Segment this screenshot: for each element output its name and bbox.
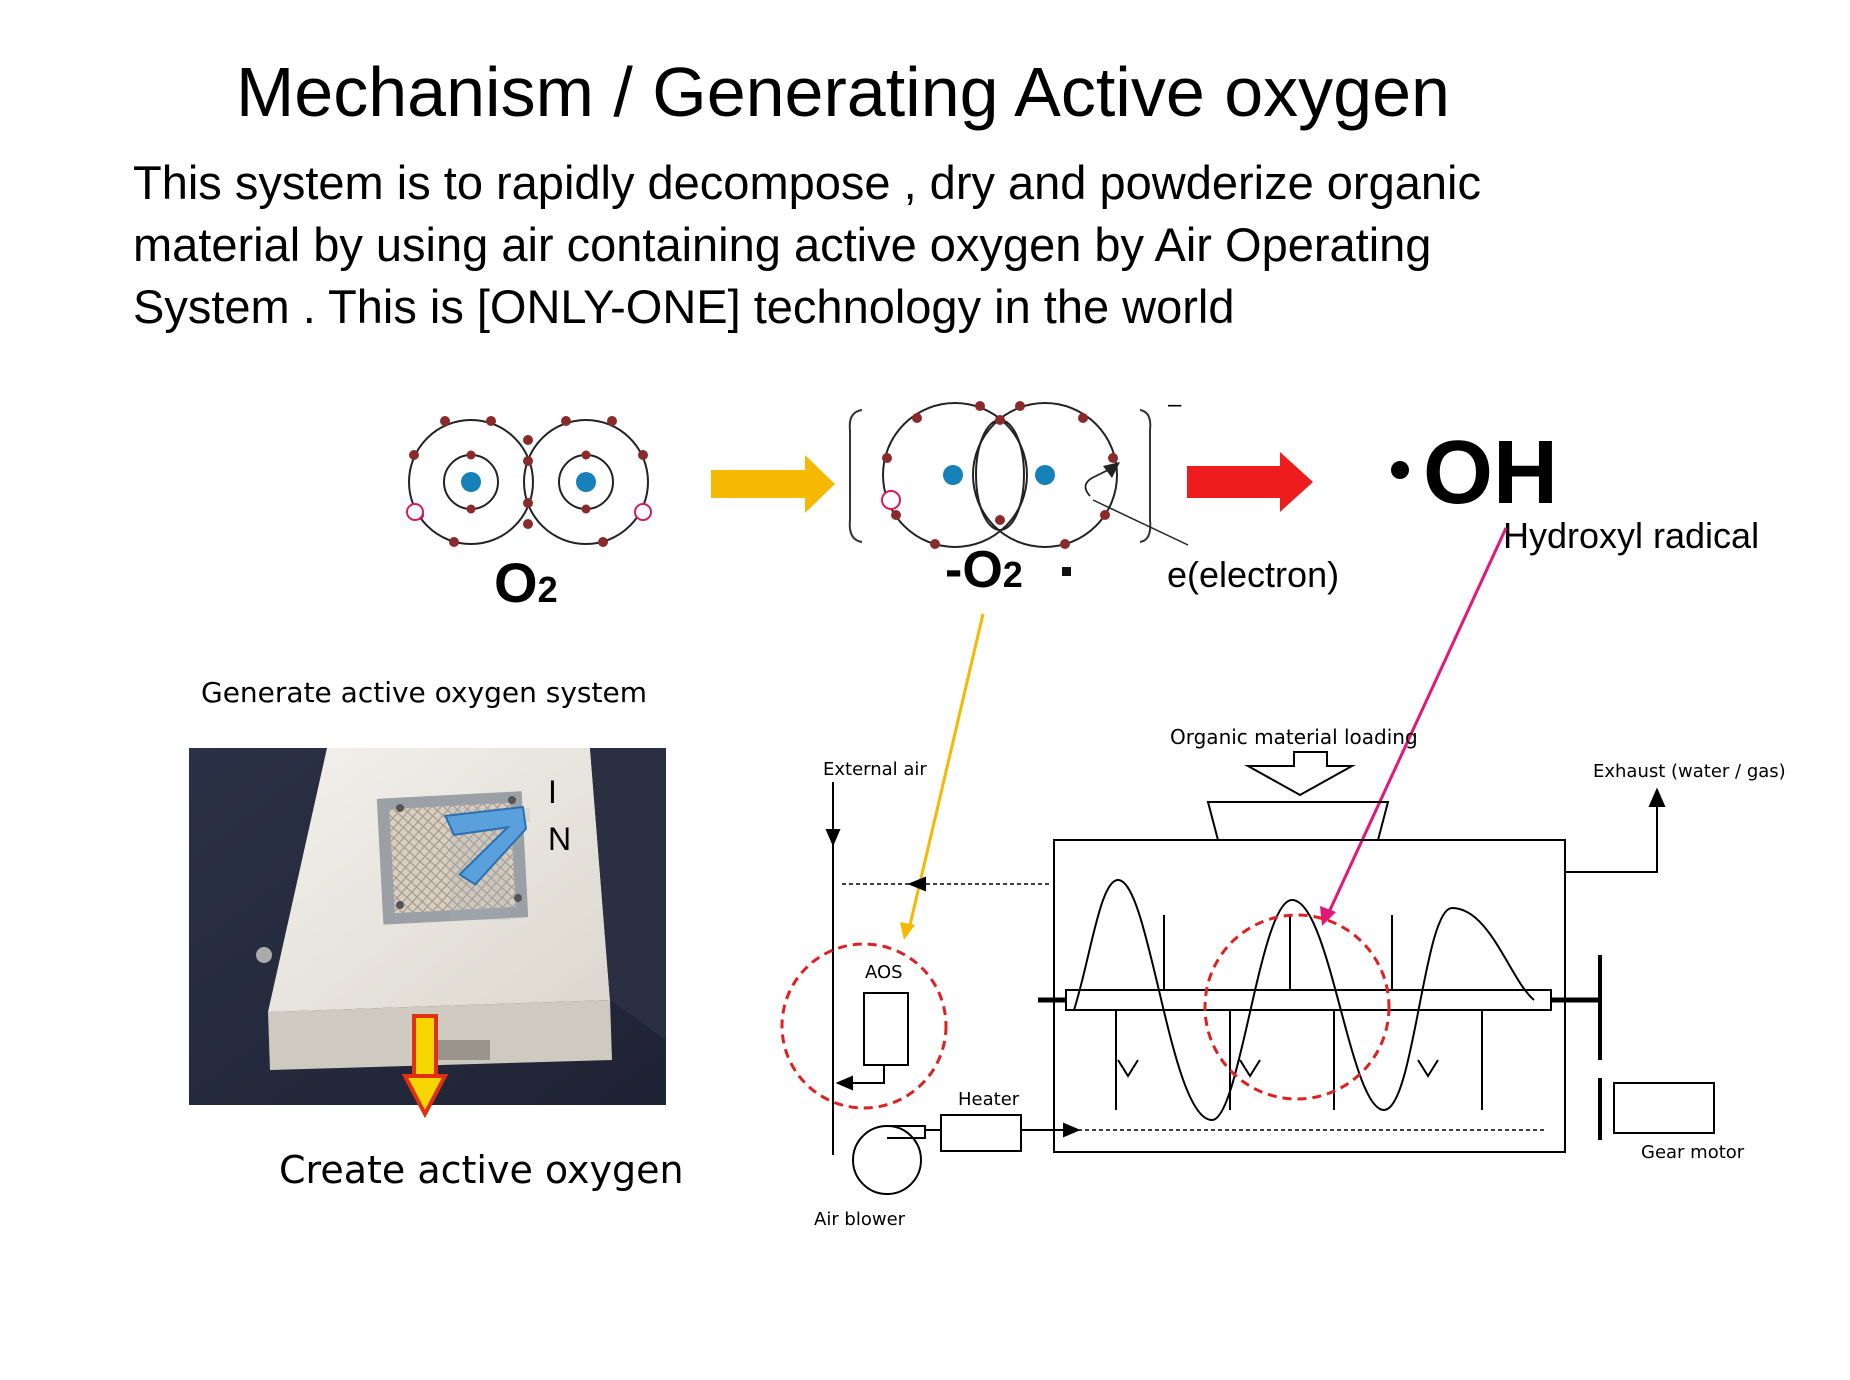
- superoxide-label: -O2: [945, 541, 1023, 599]
- radical-dot-icon: [1391, 461, 1409, 479]
- hydroxyl-radical-label: Hydroxyl radical: [1503, 515, 1759, 556]
- superoxide-radical-dot: [1062, 567, 1071, 576]
- red-arrow-icon: [1187, 452, 1313, 512]
- photo-caption: Generate active oxygen system: [201, 676, 647, 709]
- svg-text:–: –: [1168, 391, 1182, 418]
- magenta-pointer-line: [1328, 527, 1508, 911]
- air-blower-label: Air blower: [814, 1209, 906, 1230]
- in-letter-n: N: [548, 821, 571, 857]
- yellow-pointer-head-icon: [900, 922, 915, 940]
- electron-label: e(electron): [1167, 554, 1339, 595]
- magenta-pointer-head-icon: [1320, 906, 1336, 926]
- o2-label: O2: [494, 551, 558, 614]
- intro-line-1: This system is to rapidly decompose , dr…: [133, 156, 1481, 209]
- intro-line-2: material by using air containing active …: [133, 218, 1432, 271]
- drum-highlight-circle: [1203, 913, 1391, 1101]
- gear-motor-label: Gear motor: [1641, 1142, 1745, 1163]
- o2-molecule: [406, 416, 652, 547]
- loading-label: Organic material loading: [1170, 725, 1418, 749]
- create-active-oxygen-caption: Create active oxygen: [279, 1148, 684, 1192]
- aos-label: AOS: [865, 962, 903, 983]
- in-letter-i: I: [548, 774, 557, 810]
- dryer-schematic: [825, 751, 1715, 1195]
- exhaust-label: Exhaust (water / gas): [1593, 761, 1786, 782]
- intro-paragraph: This system is to rapidly decompose , dr…: [133, 152, 1733, 338]
- yellow-arrow-icon: [711, 455, 835, 513]
- intro-line-3: System . This is [ONLY-ONE] technology i…: [133, 280, 1235, 333]
- page-title: Mechanism / Generating Active oxygen: [236, 53, 1450, 131]
- aos-highlight-circle: [780, 942, 948, 1110]
- heater-label: Heater: [958, 1089, 1020, 1110]
- yellow-pointer-line: [908, 613, 985, 926]
- external-air-label: External air: [823, 759, 927, 780]
- superoxide-molecule: –: [848, 391, 1189, 549]
- oh-label: OH: [1423, 423, 1558, 523]
- aos-device-photo: [189, 748, 666, 1119]
- photo-inlet-arrow-icon: [443, 805, 528, 886]
